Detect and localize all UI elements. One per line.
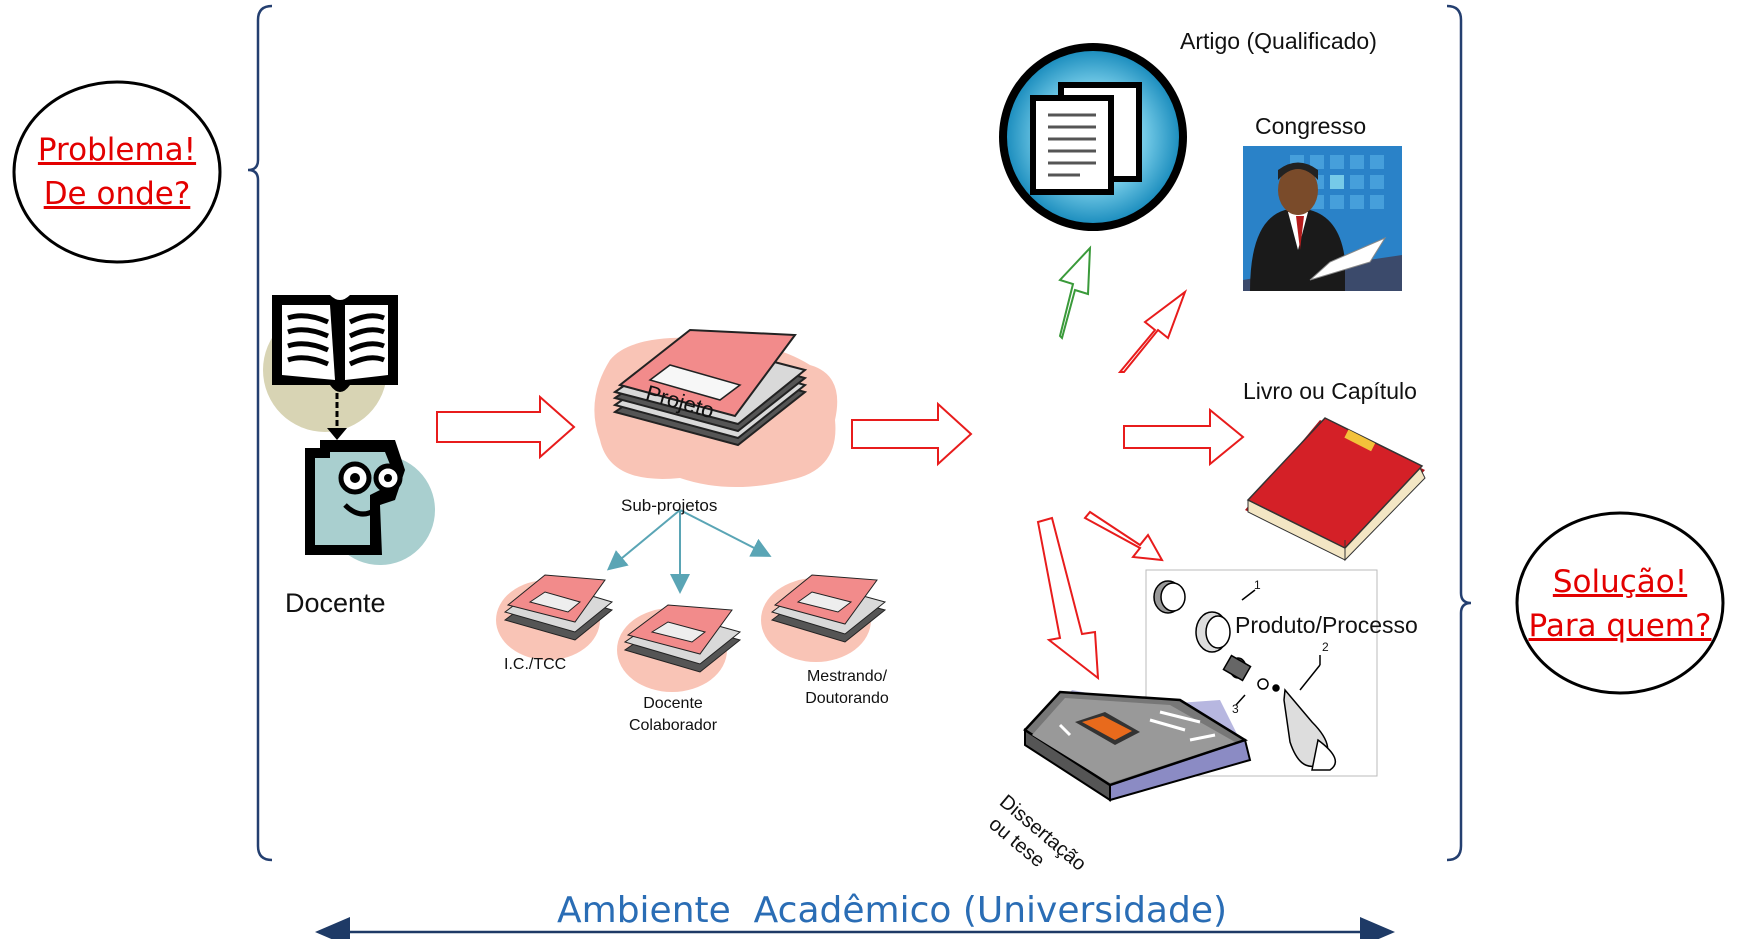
solution-oval [1515, 511, 1725, 695]
solution-line2: Para quem? [1528, 608, 1712, 644]
dissertacao-icon [1023, 690, 1252, 802]
produto-icon [1153, 580, 1337, 771]
subproject-mestrando-label: Mestrando/ Doutorando [792, 666, 902, 710]
arrow-to-livro [1123, 407, 1245, 467]
arrow-projeto-outputs [851, 401, 973, 467]
environment-label: Ambiente Acadêmico (Universidade) [557, 890, 1228, 931]
subarrow-right [679, 509, 772, 557]
subprojetos-title: Sub-projetos [621, 496, 718, 515]
subproject-docente-line2: Colaborador [628, 717, 718, 734]
produto-callout-1: 1 [1254, 578, 1261, 592]
right-brace [1446, 4, 1472, 862]
solution-text: Solução! Para quem? [1517, 560, 1723, 648]
artigo-icon [999, 43, 1187, 231]
subproject-book-icon [617, 604, 742, 692]
arrow-to-dissertacao [1036, 516, 1100, 681]
projeto-book-icon [594, 328, 838, 488]
subproject-docente-line1: Docente [643, 695, 703, 712]
livro-label: Livro ou Capítulo [1243, 378, 1417, 404]
problem-line2: De onde? [43, 176, 191, 212]
docente-icon [263, 295, 435, 565]
produto-callout-3: 3 [1232, 702, 1239, 716]
arrow-to-congresso [1117, 289, 1188, 373]
livro-icon [1245, 417, 1426, 562]
subproject-book-icon [496, 574, 614, 660]
arrow-to-produto [1083, 510, 1164, 562]
congresso-label: Congresso [1255, 113, 1367, 139]
problem-line1: Problema! [37, 132, 197, 168]
left-brace [247, 4, 273, 862]
solution-line1: Solução! [1552, 564, 1688, 600]
subproject-mestrando-line1: Mestrando/ [806, 668, 888, 685]
subproject-book-icon [761, 574, 887, 662]
subproject-mestrando-line2: Doutorando [805, 690, 889, 707]
problem-oval [12, 80, 222, 264]
artigo-label: Artigo (Qualificado) [1180, 28, 1377, 54]
congresso-icon [1243, 146, 1402, 291]
docente-label: Docente [285, 588, 386, 618]
arrow-docente-projeto [436, 394, 576, 460]
problem-text: Problema! De onde? [14, 128, 220, 216]
subproject-docente-label: Docente Colaborador [618, 693, 728, 737]
subarrow-left [606, 509, 681, 571]
subproject-ic-label: I.C./TCC [504, 656, 567, 673]
produto-label: Produto/Processo [1235, 612, 1418, 638]
arrow-to-artigo [1058, 245, 1092, 340]
produto-callout-2: 2 [1322, 640, 1329, 654]
